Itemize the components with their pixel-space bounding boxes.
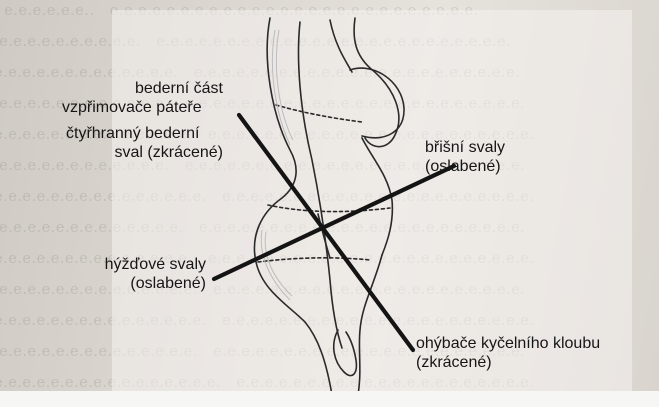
label-hip-flexors-line1: ohýbače kyčelního kloubu (416, 334, 600, 353)
arm-contour (299, 22, 343, 348)
underwear-bottom (258, 258, 370, 262)
label-hip-flexors: ohýbače kyčelního kloubu (zkrácené) (416, 334, 600, 372)
line-abdominal-to-gluteal (214, 166, 454, 279)
label-lumbar-erector-line1: bederní část (112, 79, 223, 98)
label-quadratus-line2: sval (zkrácené) (66, 143, 223, 162)
label-gluteal-line1: hýžďové svaly (98, 255, 206, 274)
label-quadratus-2: sval (zkrácené) (66, 143, 223, 162)
label-gluteal: hýžďové svaly (oslabené) (98, 255, 206, 293)
bottom-strip (0, 391, 659, 407)
bra-strap (330, 20, 352, 72)
label-quadratus: čtyřhranný bederní (66, 124, 199, 143)
label-hip-flexors-line2: (zkrácené) (416, 353, 600, 372)
bra-band (276, 105, 362, 122)
label-abdominal-line2: (oslabené) (425, 157, 505, 176)
label-lumbar-erector-line2: vzpřimovače páteře (62, 98, 202, 117)
line-erector-to-hip-flexors (239, 115, 413, 350)
label-gluteal-line2: (oslabené) (98, 274, 206, 293)
label-abdominal-line1: břišní svaly (425, 138, 505, 157)
label-quadratus-line1: čtyřhranný bederní (66, 124, 199, 143)
hand-contour (334, 330, 357, 376)
label-lumbar-erector: bederní část (112, 79, 223, 98)
label-abdominal: břišní svaly (oslabené) (425, 138, 505, 176)
front-leg-contour (358, 255, 382, 395)
label-lumbar-erector-2: vzpřimovače páteře (62, 98, 202, 117)
